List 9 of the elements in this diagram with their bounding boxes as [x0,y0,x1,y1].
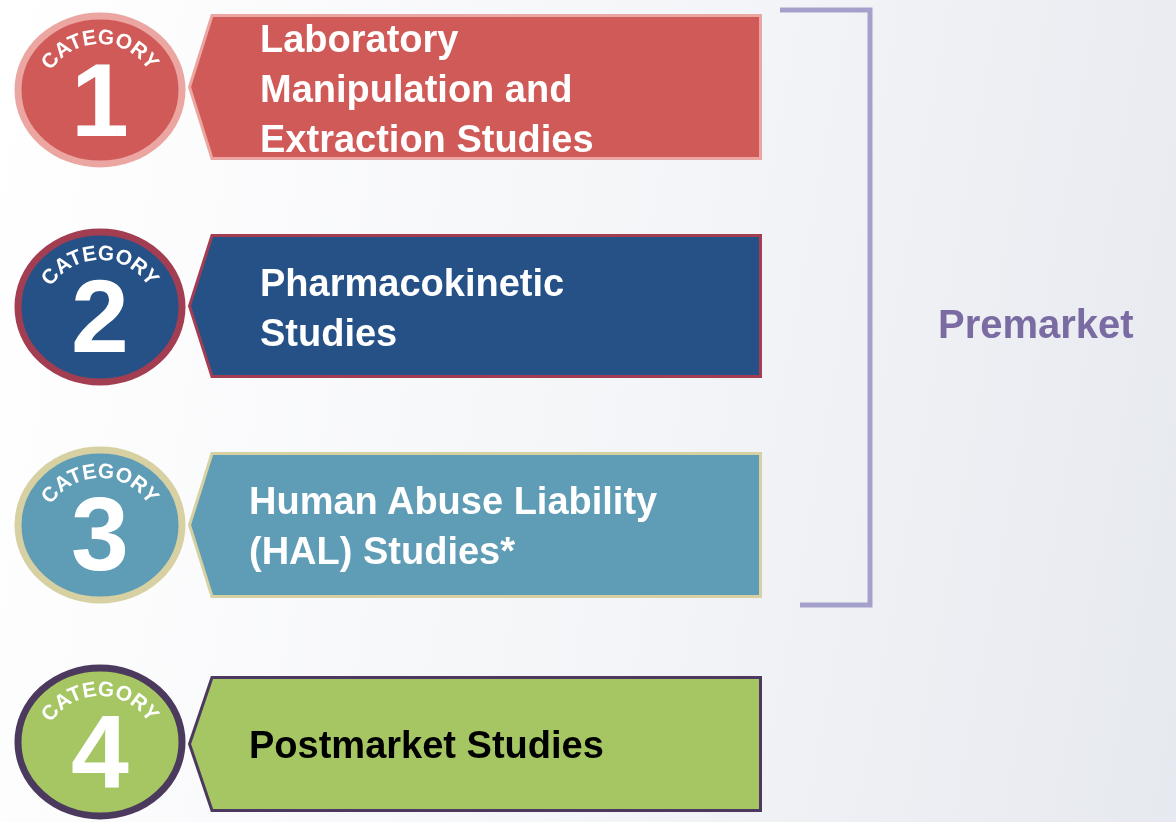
banner-title: Postmarket Studies [249,723,604,768]
section-label: Premarket [938,302,1134,347]
category-badge [14,446,186,604]
banner-title: Laboratory Manipulation and Extraction Studies [260,17,595,162]
category-badge [14,664,186,820]
category-badge [14,12,186,168]
category-badge [14,228,186,386]
banner-title: Pharmacokinetic Studies [260,261,566,356]
banner-title: Human Abuse Liability (HAL) Studies* [249,479,659,574]
